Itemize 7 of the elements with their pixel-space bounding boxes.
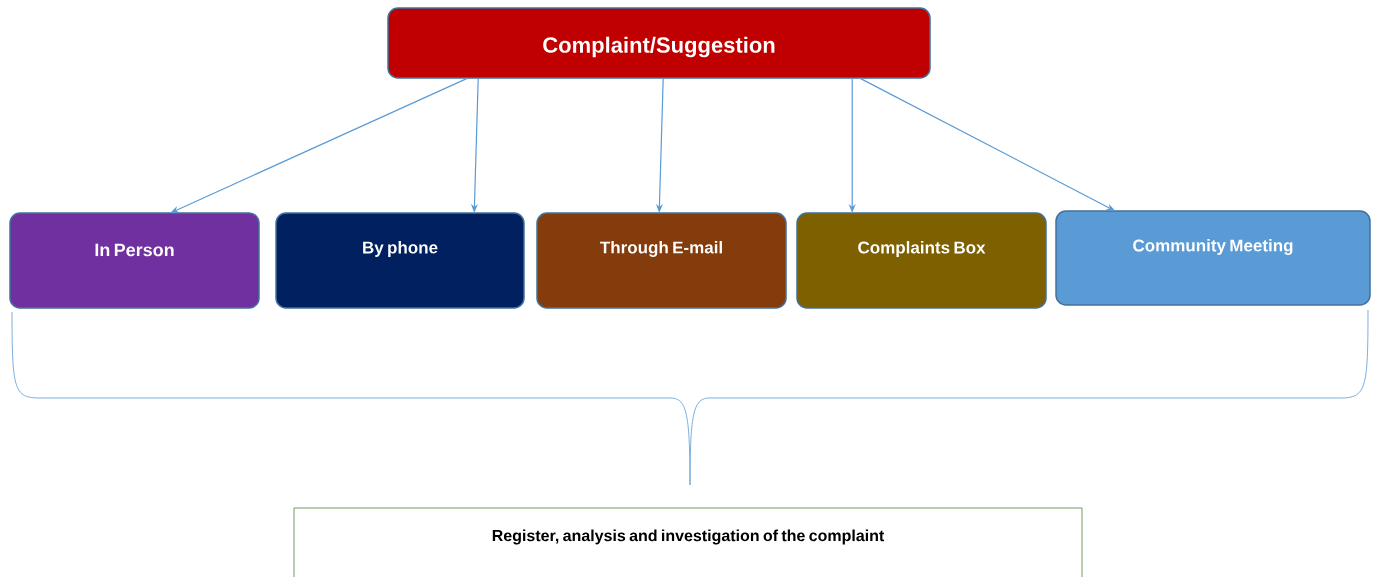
result-box: Register, analysis and investigation of the complaint bbox=[293, 507, 1083, 577]
title-box: Complaint/Suggestion bbox=[387, 7, 931, 79]
channel-box: Community Meeting bbox=[1055, 210, 1371, 306]
channel-box: By phone bbox=[275, 212, 525, 309]
channel-box: In Person bbox=[9, 212, 260, 309]
channel-box: Complaints Box bbox=[796, 212, 1047, 309]
channel-box: Through E-mail bbox=[536, 212, 787, 309]
